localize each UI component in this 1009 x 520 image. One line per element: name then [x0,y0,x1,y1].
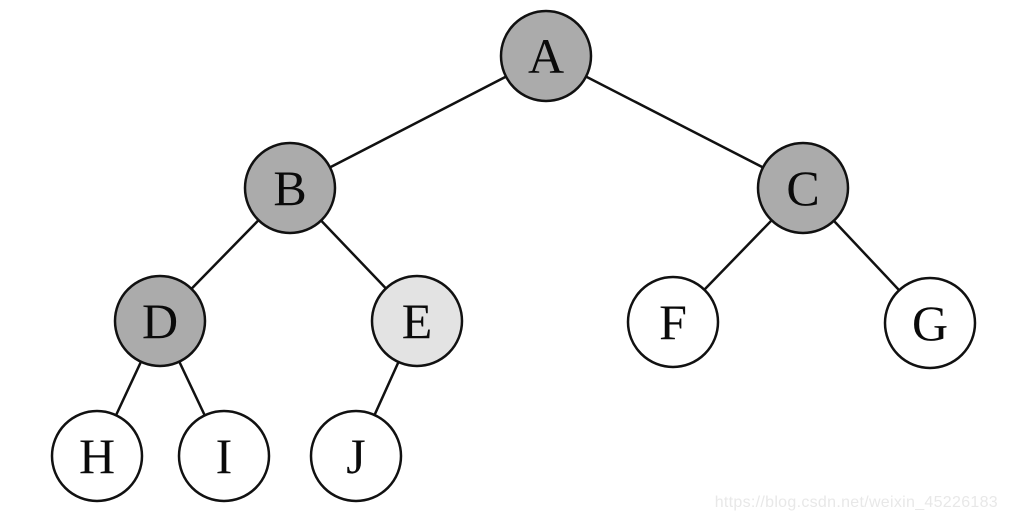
node-label-J: J [346,428,365,484]
tree-node-B: B [243,141,337,235]
node-label-E: E [402,293,433,349]
node-circle-H [50,409,144,503]
node-circle-F [626,275,720,369]
node-label-I: I [216,428,233,484]
tree-node-G: G [883,276,977,370]
tree-node-F: F [626,275,720,369]
node-circle-C [756,141,850,235]
node-label-G: G [912,295,948,351]
tree-node-H: H [50,409,144,503]
node-label-H: H [79,428,115,484]
node-label-B: B [273,160,306,216]
node-circle-J [309,409,403,503]
tree-node-E: E [370,274,464,368]
node-label-A: A [528,28,564,84]
edge-A-C [545,54,804,190]
node-label-D: D [142,293,178,349]
watermark-url: https://blog.csdn.net/weixin_45226183 [714,494,998,511]
node-circle-G [883,276,977,370]
tree-node-C: C [756,141,850,235]
node-label-C: C [786,160,819,216]
tree-node-D: D [113,274,207,368]
node-label-F: F [659,294,687,350]
node-circle-E [370,274,464,368]
edge-A-B [289,54,547,190]
node-circle-I [177,409,271,503]
node-circle-D [113,274,207,368]
node-circle-B [243,141,337,235]
tree-node-I: I [177,409,271,503]
tree-node-A: A [499,9,593,103]
node-circle-A [499,9,593,103]
tree-node-J: J [309,409,403,503]
